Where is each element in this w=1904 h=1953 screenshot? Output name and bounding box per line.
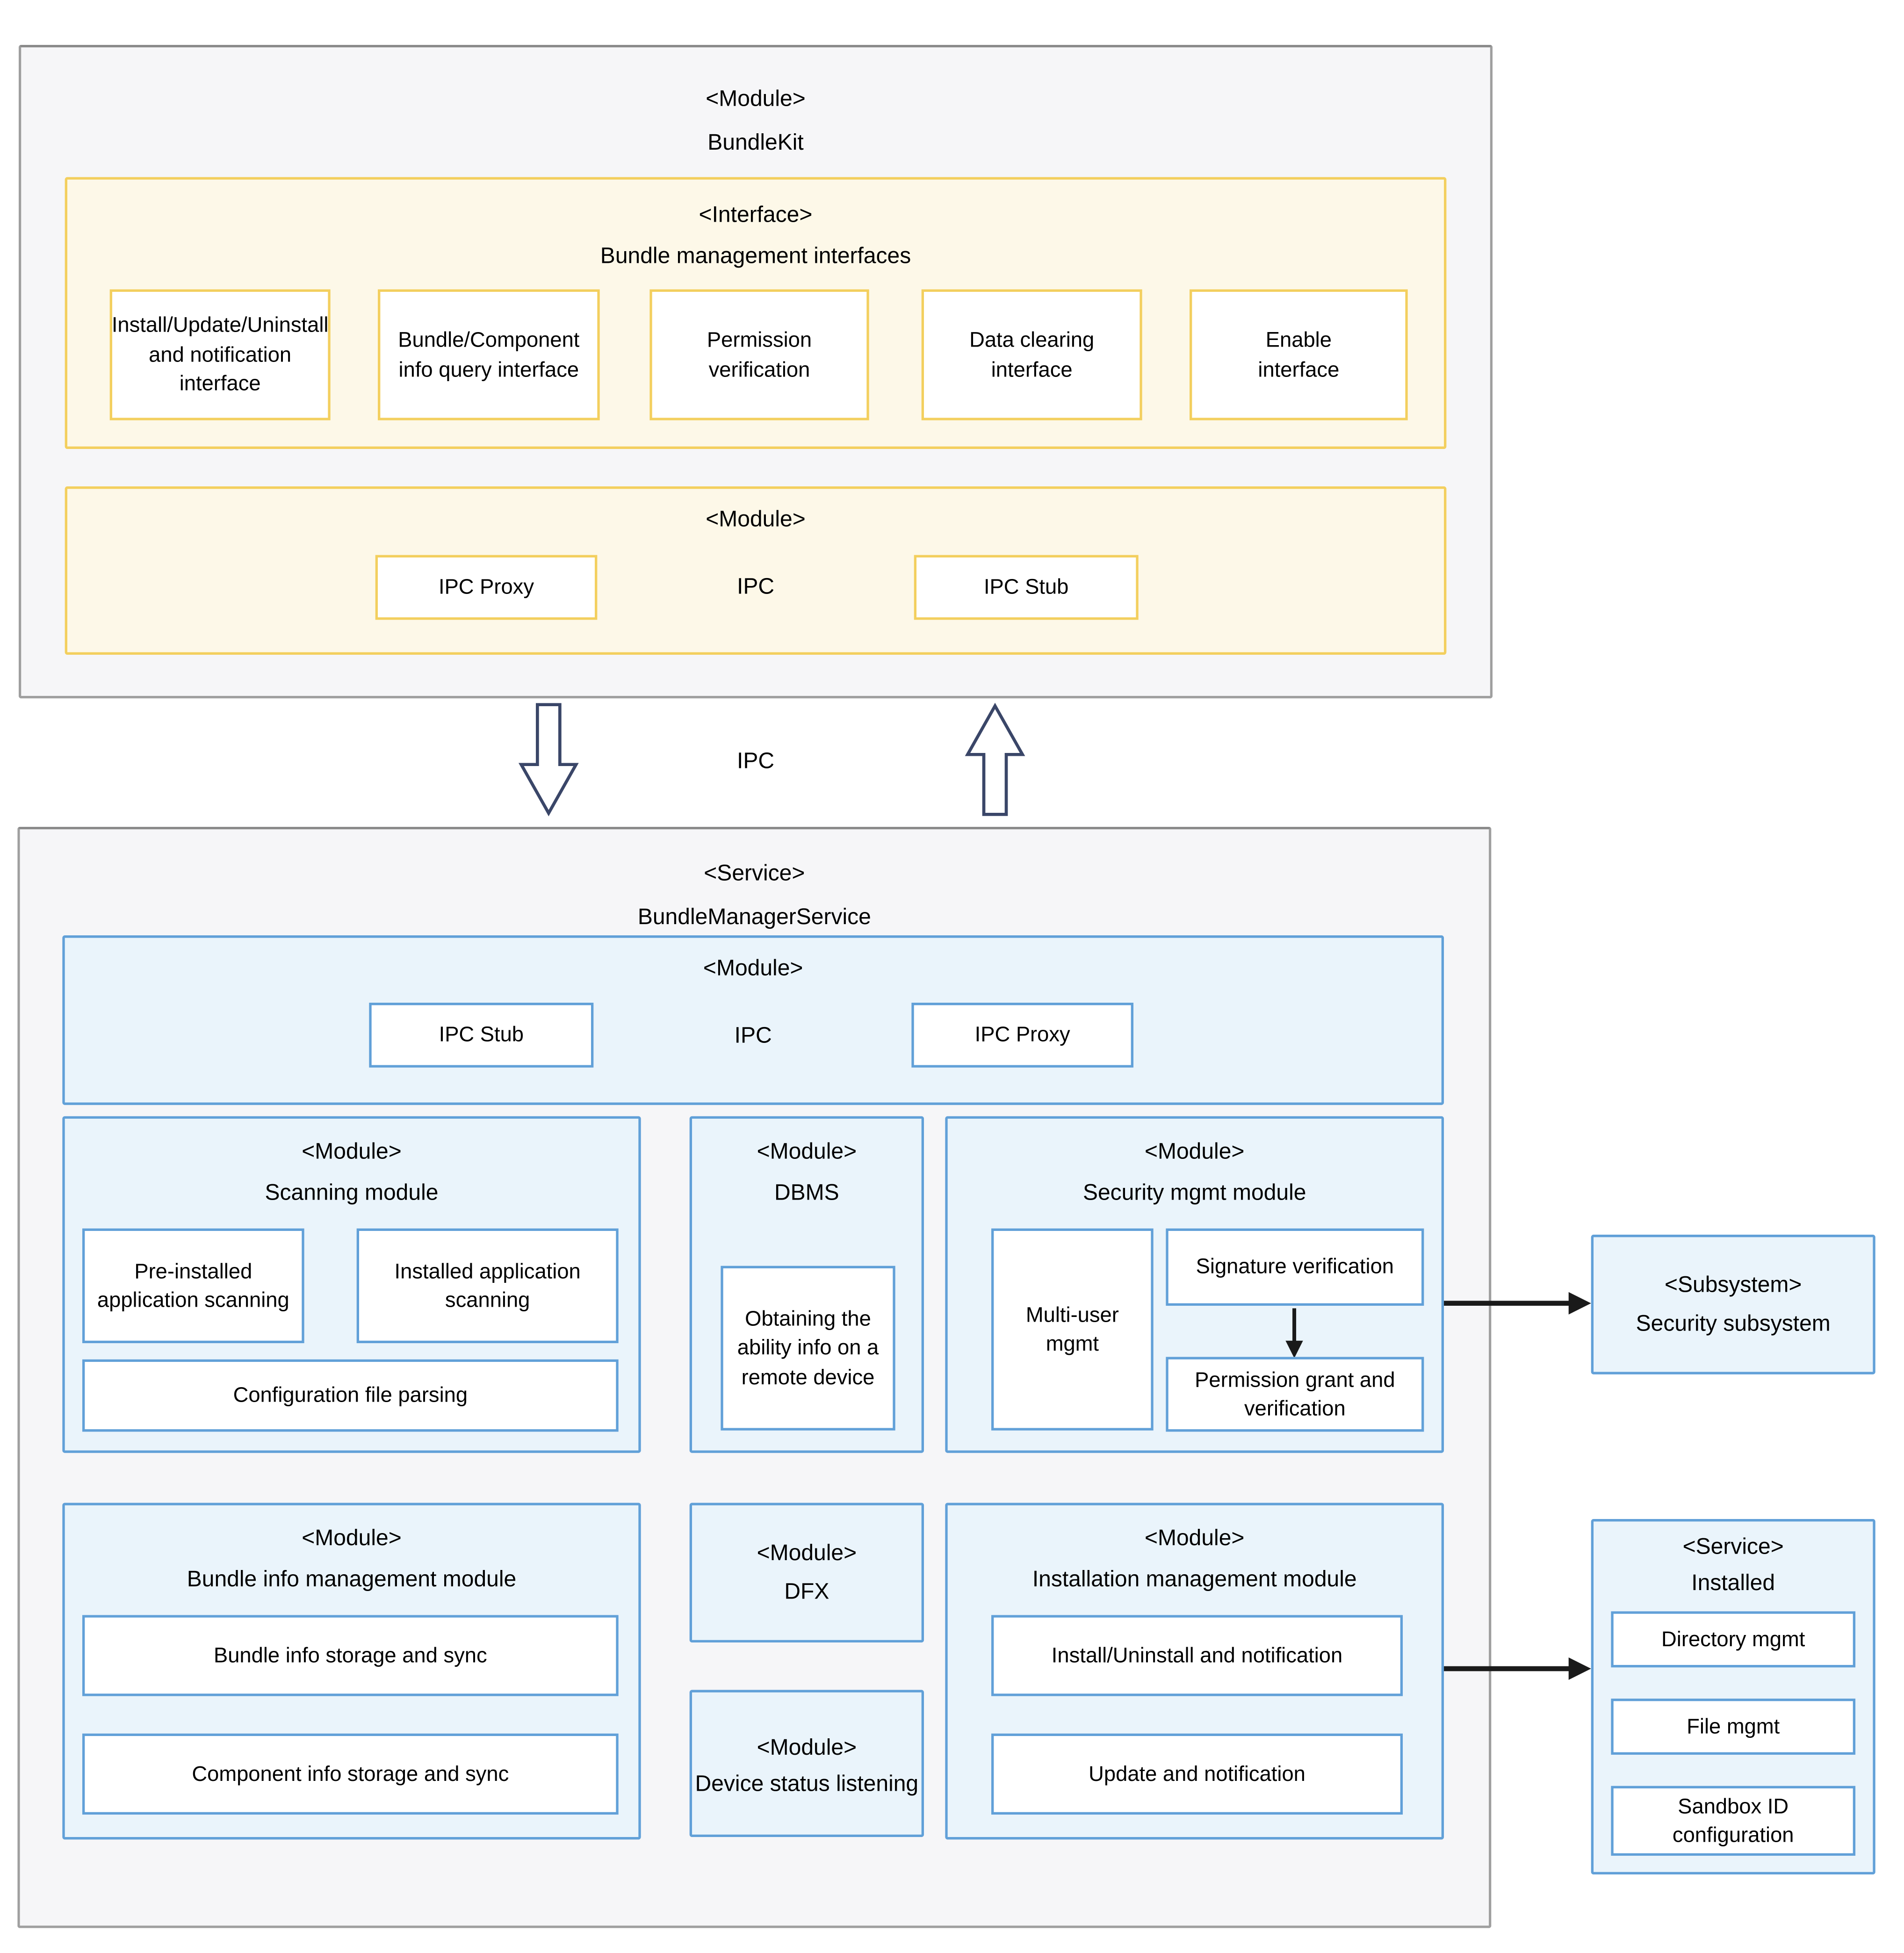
bundle-management-interfaces-panel: <Interface> Bundle management interfaces… [65, 177, 1447, 449]
dfx-type-label: <Module> [757, 1540, 857, 1565]
security-name-label: Security mgmt module [1082, 1179, 1306, 1205]
installed-connection-arrow [1444, 1657, 1591, 1680]
service-ipc-proxy-box: IPC Proxy [911, 1003, 1134, 1068]
file-mgmt-box: File mgmt [1611, 1699, 1856, 1755]
installation-title: <Module> Installation management module [948, 1505, 1442, 1600]
security-connection-arrow [1444, 1292, 1591, 1315]
installed-type-label: <Service> [1682, 1534, 1784, 1559]
bundlekit-ipc-name-label: IPC [736, 573, 775, 598]
installation-type-label: <Module> [1144, 1525, 1245, 1550]
service-ipc-stub-box: IPC Stub [369, 1003, 594, 1068]
device-status-type-label: <Module> [757, 1734, 857, 1759]
dbms-type-label: <Module> [757, 1138, 857, 1164]
security-mgmt-module-panel: <Module> Security mgmt module Multi-user… [945, 1116, 1444, 1453]
multi-user-mgmt-box: Multi-user mgmt [991, 1228, 1154, 1431]
dfx-module-panel: <Module> DFX [689, 1503, 924, 1643]
scanning-title: <Module> Scanning module [65, 1119, 639, 1214]
bundlekit-ipc-type-label: <Module> [706, 506, 806, 532]
service-ipc-module-panel: <Module> IPC IPC Stub IPC Proxy [62, 935, 1444, 1105]
component-info-storage-sync-box: Component info storage and sync [82, 1733, 619, 1815]
security-subsystem-name-label: Security subsystem [1636, 1310, 1831, 1336]
configuration-file-parsing-box: Configuration file parsing [82, 1359, 619, 1432]
sandbox-id-configuration-box: Sandbox ID configuration [1611, 1786, 1856, 1856]
directory-mgmt-box: Directory mgmt [1611, 1611, 1856, 1668]
security-subsystem-type-label: <Subsystem> [1664, 1272, 1802, 1297]
scanning-type-label: <Module> [302, 1138, 402, 1164]
interface-item-install-update-uninstall: Install/Update/Uninstall and notificatio… [109, 289, 331, 420]
bundlekit-ipc-proxy-box: IPC Proxy [375, 555, 598, 620]
installed-name-label: Installed [1691, 1570, 1775, 1595]
interfaces-type-label: <Interface> [699, 202, 813, 227]
interface-item-info-query: Bundle/Component info query interface [378, 289, 600, 420]
bundle-info-type-label: <Module> [302, 1525, 402, 1550]
bundle-info-name-label: Bundle info management module [187, 1566, 517, 1591]
pre-installed-application-scanning-box: Pre-installed application scanning [82, 1228, 304, 1344]
bundle-manager-service-panel: <Service> BundleManagerService <Module> … [17, 827, 1492, 1928]
dbms-name-label: DBMS [774, 1179, 839, 1205]
service-name-label: BundleManagerService [637, 904, 871, 929]
service-ipc-type-label: <Module> [703, 955, 803, 981]
permission-grant-verification-box: Permission grant and verification [1166, 1357, 1424, 1432]
interfaces-title: <Interface> Bundle management interfaces [67, 180, 1444, 277]
installation-name-label: Installation management module [1032, 1566, 1357, 1591]
bundle-info-title: <Module> Bundle info management module [65, 1505, 639, 1600]
ipc-up-arrow [965, 702, 1025, 816]
dbms-title: <Module> DBMS [692, 1119, 922, 1214]
dbms-module-panel: <Module> DBMS Obtaining the ability info… [689, 1116, 924, 1453]
service-title: <Service> BundleManagerService [20, 829, 1489, 939]
bundlekit-title: <Module> BundleKit [21, 47, 1490, 165]
dfx-name-label: DFX [784, 1579, 829, 1604]
bundlekit-ipc-title: <Module> [67, 489, 1444, 540]
connector-ipc-label: IPC [736, 748, 775, 774]
service-ipc-title: <Module> [65, 938, 1442, 989]
device-status-listening-panel: <Module> Device status listening [689, 1690, 924, 1837]
service-ipc-name-label: IPC [734, 1022, 772, 1047]
bundlekit-name-label: BundleKit [707, 130, 804, 155]
scanning-name-label: Scanning module [265, 1179, 439, 1205]
installed-service-panel: <Service> Installed Directory mgmt File … [1591, 1519, 1875, 1875]
ipc-down-arrow [518, 703, 579, 817]
scanning-module-panel: <Module> Scanning module Pre-installed a… [62, 1116, 641, 1453]
installation-mgmt-module-panel: <Module> Installation management module … [945, 1503, 1444, 1840]
bundlekit-ipc-stub-box: IPC Stub [914, 555, 1139, 620]
install-uninstall-notification-box: Install/Uninstall and notification [991, 1615, 1403, 1696]
signature-to-permission-arrow [1285, 1308, 1303, 1359]
bundle-info-mgmt-module-panel: <Module> Bundle info management module B… [62, 1503, 641, 1840]
device-status-name-label: Device status listening [695, 1770, 919, 1795]
installed-application-scanning-box: Installed application scanning [356, 1228, 619, 1344]
bundle-info-storage-sync-box: Bundle info storage and sync [82, 1615, 619, 1696]
interface-item-permission-verification: Permission verification [649, 289, 869, 420]
installed-title: <Service> Installed [1594, 1521, 1873, 1601]
interface-item-data-clearing: Data clearing interface [921, 289, 1142, 420]
security-title: <Module> Security mgmt module [948, 1119, 1442, 1214]
bundlekit-type-label: <Module> [706, 86, 806, 111]
service-type-label: <Service> [704, 861, 805, 886]
security-type-label: <Module> [1144, 1138, 1245, 1164]
interfaces-name-label: Bundle management interfaces [600, 243, 911, 268]
bundlekit-ipc-module-panel: <Module> IPC IPC Proxy IPC Stub [65, 486, 1447, 655]
security-subsystem-panel: <Subsystem> Security subsystem [1591, 1235, 1875, 1374]
update-notification-box: Update and notification [991, 1733, 1403, 1815]
interface-item-enable: Enable interface [1190, 289, 1408, 420]
bundlekit-panel: <Module> BundleKit <Interface> Bundle ma… [19, 45, 1493, 699]
signature-verification-box: Signature verification [1166, 1228, 1424, 1306]
remote-ability-info-box: Obtaining the ability info on a remote d… [721, 1266, 895, 1431]
